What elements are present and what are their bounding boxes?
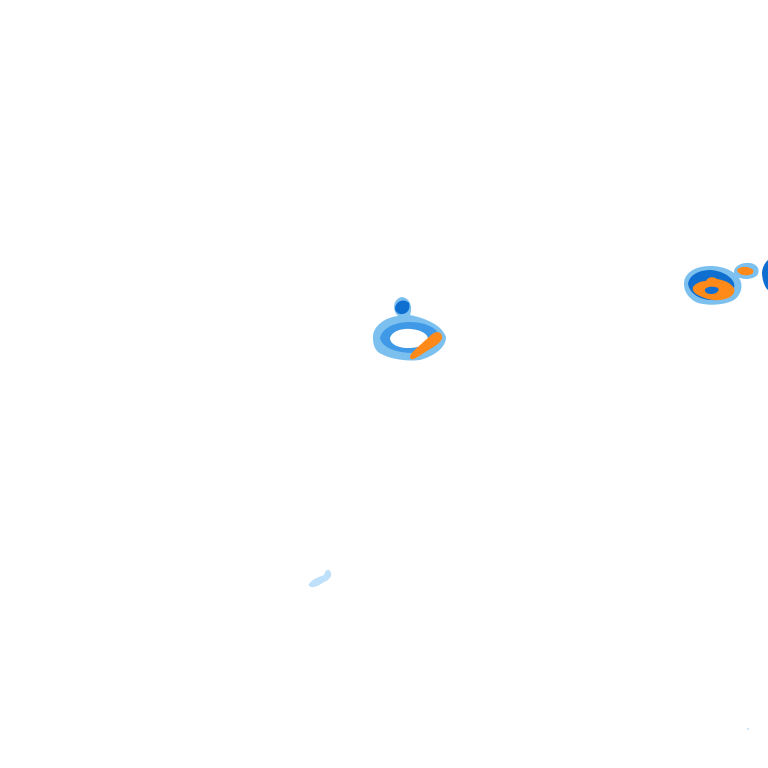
cell-small-trace: [308, 569, 332, 588]
cell-far-right-core: [737, 266, 754, 276]
cell-right-core-hole: [704, 286, 719, 294]
trace-speck: [747, 728, 749, 730]
cell-center-tip: [395, 300, 410, 315]
precip-cell-far-right: [734, 260, 768, 290]
precip-cell-small: [308, 569, 332, 588]
cell-edge-fragment: [762, 260, 768, 290]
cell-center-core: [410, 332, 443, 360]
cell-center-inner: [390, 328, 428, 348]
precip-cell-center: [372, 297, 446, 361]
precip-cell-right: [684, 266, 742, 305]
